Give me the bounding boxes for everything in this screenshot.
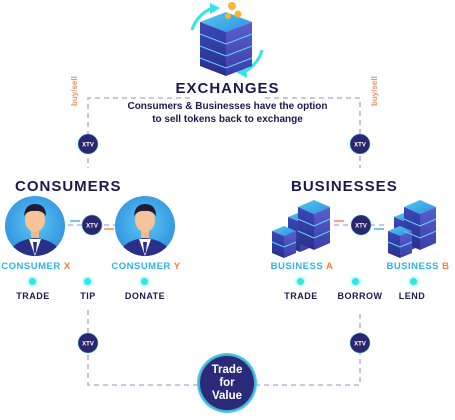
business-a-label: BUSINESS A <box>268 261 336 272</box>
consumer-x-avatar-icon <box>5 196 65 256</box>
svg-text:XTV: XTV <box>354 342 366 348</box>
consumers-title: CONSUMERS <box>15 178 122 195</box>
business-a-building-icon <box>271 200 331 258</box>
consumer-y-letter: Y <box>173 261 181 272</box>
xtv-token-left-top: XTV <box>77 133 99 155</box>
exchanges-description: Consumers & Businesses have the option t… <box>100 100 355 126</box>
businesses-title: BUSINESSES <box>291 178 398 195</box>
business-lend-dot <box>410 278 417 285</box>
consumer-x-label: CONSUMER X <box>0 261 72 272</box>
exchanges-title: EXCHANGES <box>175 80 280 97</box>
right-exchange-line <box>265 97 361 168</box>
consumer-donate-dot <box>141 278 148 285</box>
business-action-borrow: BORROW <box>337 291 383 301</box>
business-action-trade: TRADE <box>284 291 318 301</box>
business-b-letter: B <box>442 261 450 272</box>
svg-text:XTV: XTV <box>82 342 94 348</box>
xtv-token-right-top: XTV <box>349 133 371 155</box>
consumer-trade-dot <box>29 278 36 285</box>
hub-line-1: Trade <box>211 364 243 376</box>
business-a-letter: A <box>326 261 334 272</box>
hub-line-3: Value <box>211 390 243 402</box>
xtv-token-left-bottom: XTV <box>77 332 99 354</box>
consumer-tip-dot <box>84 278 91 285</box>
consumer-y-word: CONSUMER <box>111 261 171 272</box>
business-a-word: BUSINESS <box>270 261 324 272</box>
business-b-building-icon <box>387 200 437 258</box>
business-borrow-dot <box>352 278 359 285</box>
svg-text:XTV: XTV <box>355 224 367 230</box>
trade-for-value-hub-icon <box>197 353 257 413</box>
dashed-connectors <box>68 97 388 386</box>
right-hub-line <box>255 310 361 386</box>
exchanges-description-line2: to sell tokens back to exchange <box>152 114 303 125</box>
business-action-lend: LEND <box>398 291 426 301</box>
consumer-action-tip: TIP <box>80 291 96 301</box>
buy-sell-label-right: buy/sell <box>370 76 379 106</box>
consumer-action-donate: DONATE <box>124 291 166 301</box>
business-b-word: BUSINESS <box>386 261 440 272</box>
svg-text:XTV: XTV <box>82 143 94 149</box>
exchanges-description-line1: Consumers & Businesses have the option <box>127 101 328 112</box>
buy-sell-label-left: buy/sell <box>70 76 79 106</box>
hub-label: Trade for Value <box>197 364 257 403</box>
business-b-label: BUSINESS B <box>384 261 452 272</box>
consumer-y-label: CONSUMER Y <box>108 261 184 272</box>
exchange-building-icon <box>190 2 264 78</box>
hub-line-2: for <box>219 377 235 389</box>
xtv-token-businesses: XTV <box>350 214 372 236</box>
business-trade-dot <box>297 278 304 285</box>
xtv-token-consumers: XTV <box>81 214 103 236</box>
consumer-x-word: CONSUMER <box>1 261 61 272</box>
consumer-y-avatar-icon <box>115 196 175 256</box>
svg-text:XTV: XTV <box>354 143 366 149</box>
svg-text:XTV: XTV <box>86 224 98 230</box>
consumer-x-letter: X <box>63 261 71 272</box>
consumer-action-trade: TRADE <box>16 291 50 301</box>
left-hub-line <box>87 310 200 386</box>
xtv-token-right-bottom: XTV <box>349 332 371 354</box>
